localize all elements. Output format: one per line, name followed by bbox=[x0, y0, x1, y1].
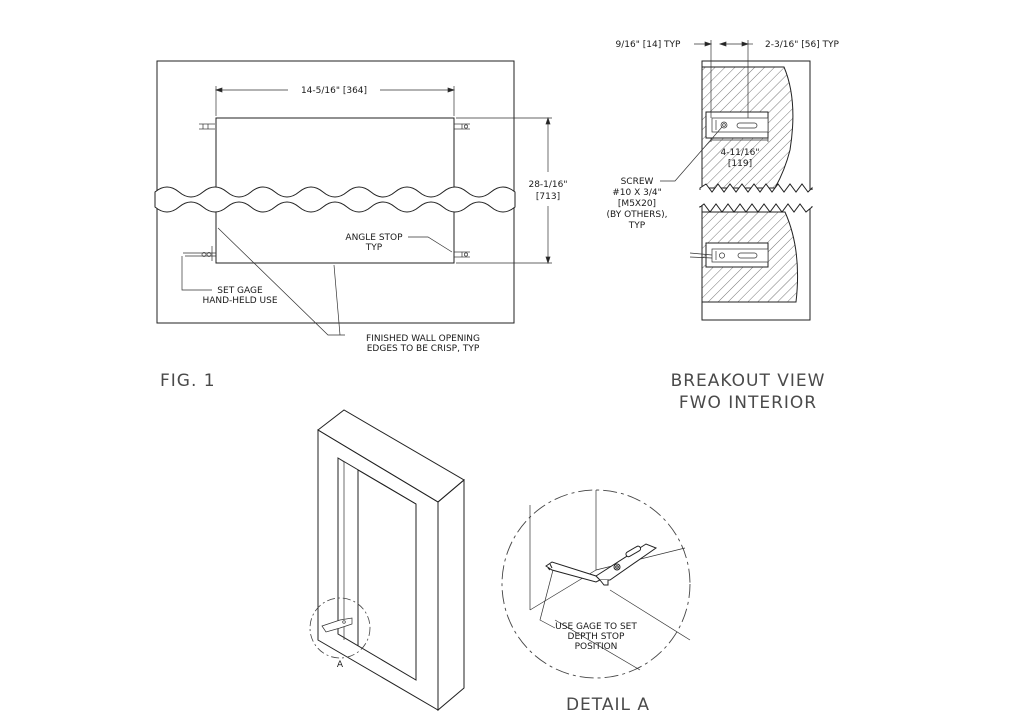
wall-opening bbox=[215, 117, 455, 264]
detail-note-3: POSITION bbox=[575, 642, 618, 652]
breakout-top-dims bbox=[694, 40, 753, 118]
set-gage-leader bbox=[181, 256, 212, 291]
iso-top-face bbox=[317, 409, 465, 503]
screw-label-2: #10 X 3/4" bbox=[612, 188, 662, 198]
detail-note-1: USE GAGE TO SET bbox=[555, 622, 637, 632]
detail-a-marker: A bbox=[337, 660, 344, 670]
fig1-view: 14-5/16" [364] 28-1/16" [713] ANGLE STOP… bbox=[150, 60, 568, 391]
breakout-title-1: BREAKOUT VIEW bbox=[671, 371, 826, 391]
iso-opening-recess-top bbox=[357, 469, 417, 505]
detail-a-circle bbox=[309, 597, 371, 659]
finished-label-2: EDGES TO BE CRISP, TYP bbox=[367, 344, 480, 354]
dim-left-label: 9/16" [14] TYP bbox=[616, 40, 682, 50]
angle-stop-leader bbox=[408, 236, 453, 253]
detail-a-bracket bbox=[545, 543, 658, 586]
detail-a-enlarged-circle bbox=[501, 489, 691, 679]
detail-a-view: USE GAGE TO SET DEPTH STOP POSITION DETA… bbox=[501, 489, 691, 715]
angle-stop-label-1: ANGLE STOP bbox=[345, 233, 403, 243]
finished-edge-leader-1 bbox=[217, 227, 345, 336]
angle-stop-top-left bbox=[199, 123, 215, 130]
iso-bracket bbox=[321, 617, 353, 633]
height-dimension bbox=[456, 116, 552, 265]
angle-stop-top-right bbox=[454, 123, 470, 130]
angle-stop-bottom-right bbox=[454, 251, 470, 258]
set-gage-tool bbox=[183, 246, 216, 261]
depth-dim-in: 4-11/16" bbox=[720, 148, 759, 158]
screw-label-1: SCREW bbox=[621, 177, 654, 187]
set-gage-label-2: HAND-HELD USE bbox=[202, 296, 277, 306]
bracket-top bbox=[711, 117, 769, 133]
screw-label-3: [M5X20] bbox=[618, 199, 656, 209]
iso-opening bbox=[337, 457, 417, 681]
height-dim-in: 28-1/16" bbox=[528, 180, 567, 190]
bracket-bottom bbox=[689, 248, 769, 263]
finished-edge-leader-2 bbox=[333, 264, 341, 336]
breakout-view: 9/16" [14] TYP 2-3/16" [56] TYP 4-11/16"… bbox=[607, 40, 840, 413]
width-dim-label: 14-5/16" [364] bbox=[301, 86, 367, 96]
set-gage-label-1: SET GAGE bbox=[217, 286, 263, 296]
iso-opening-edge bbox=[337, 457, 345, 640]
breakout-break bbox=[699, 183, 813, 213]
detail-a-title: DETAIL A bbox=[566, 695, 650, 715]
detail-a-leader bbox=[539, 569, 556, 629]
angle-stop-label-2: TYP bbox=[365, 243, 383, 253]
isometric-view: A bbox=[309, 409, 465, 712]
dim-right-label: 2-3/16" [56] TYP bbox=[765, 40, 840, 50]
fig1-title: FIG. 1 bbox=[160, 371, 216, 391]
screw-label-5: TYP bbox=[628, 221, 646, 231]
finished-label-1: FINISHED WALL OPENING bbox=[366, 334, 480, 344]
break-band bbox=[154, 186, 516, 213]
detail-note-2: DEPTH STOP bbox=[568, 632, 625, 642]
depth-dim-mm: [119] bbox=[728, 159, 752, 169]
screw-leader bbox=[660, 126, 723, 182]
breakout-title-2: FWO INTERIOR bbox=[679, 393, 817, 413]
height-dim-mm: [713] bbox=[536, 192, 560, 202]
iso-side-face bbox=[437, 478, 465, 712]
width-dimension bbox=[214, 86, 456, 116]
screw-label-4: (BY OTHERS), bbox=[607, 210, 668, 220]
